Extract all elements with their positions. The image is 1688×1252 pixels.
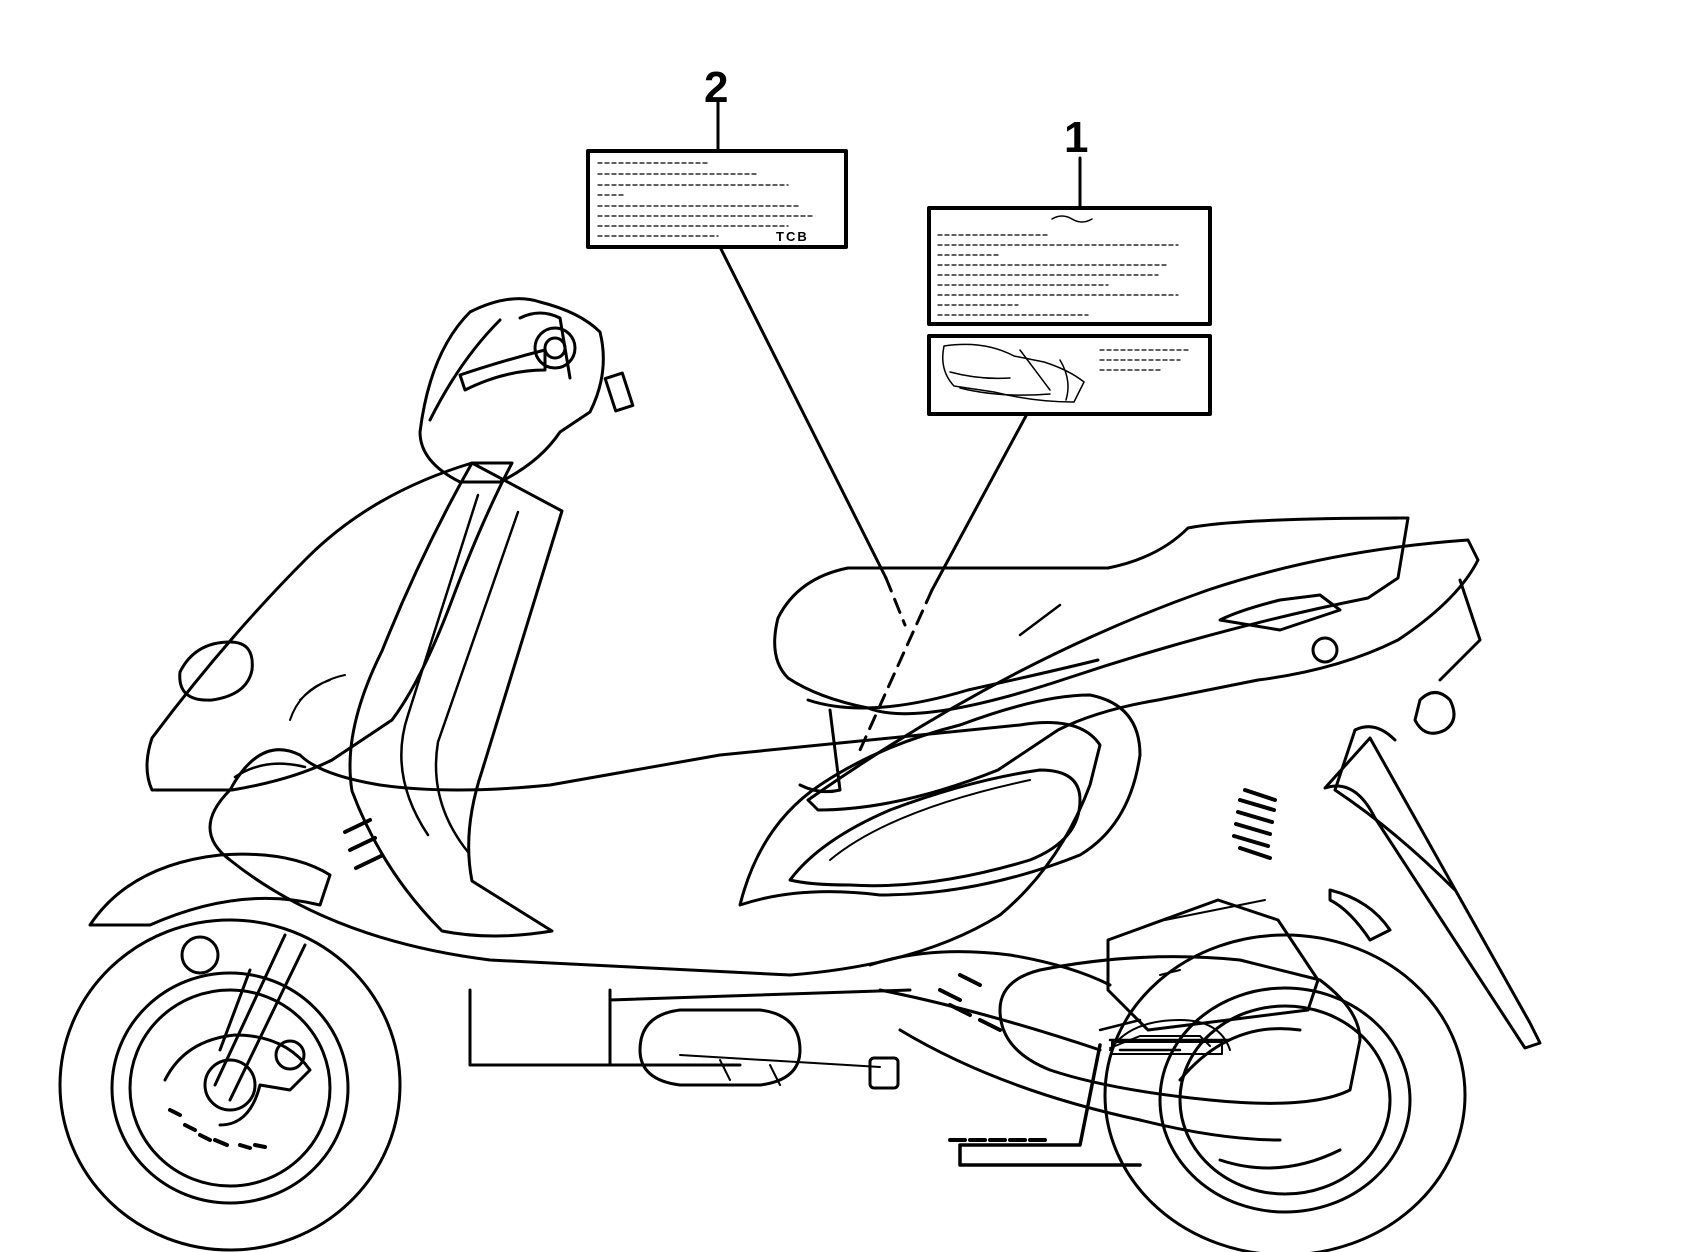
headlight [180, 642, 253, 700]
pictogram-caption-lines [1100, 350, 1190, 370]
lower-skirt [470, 990, 910, 1065]
label-2-code: TCB [776, 229, 809, 244]
label-2-text-lines [598, 163, 813, 236]
leg-shield [350, 463, 562, 936]
leader-lines [718, 102, 1080, 750]
instruction-label-1 [929, 208, 1210, 414]
rear-shock [1234, 790, 1275, 858]
front-fork [182, 935, 305, 1100]
label-1-text-lines [938, 235, 1178, 315]
seat-pictogram [943, 344, 1084, 402]
callout-number-1: 1 [1064, 113, 1089, 162]
seat [775, 518, 1408, 714]
rear-mudguard [1325, 738, 1540, 1048]
front-wheel [60, 920, 400, 1250]
front-fender [90, 854, 330, 925]
rear-wheel [1105, 935, 1465, 1252]
front-fairing [147, 463, 512, 790]
air-filter [1108, 900, 1318, 1030]
side-panel [740, 695, 1140, 905]
headset [420, 299, 633, 482]
floorboard [210, 723, 1100, 976]
rear-body [808, 540, 1478, 810]
centre-stand [950, 1045, 1140, 1165]
scooter-line-art [60, 299, 1540, 1252]
callout-number-2: 2 [704, 63, 729, 112]
